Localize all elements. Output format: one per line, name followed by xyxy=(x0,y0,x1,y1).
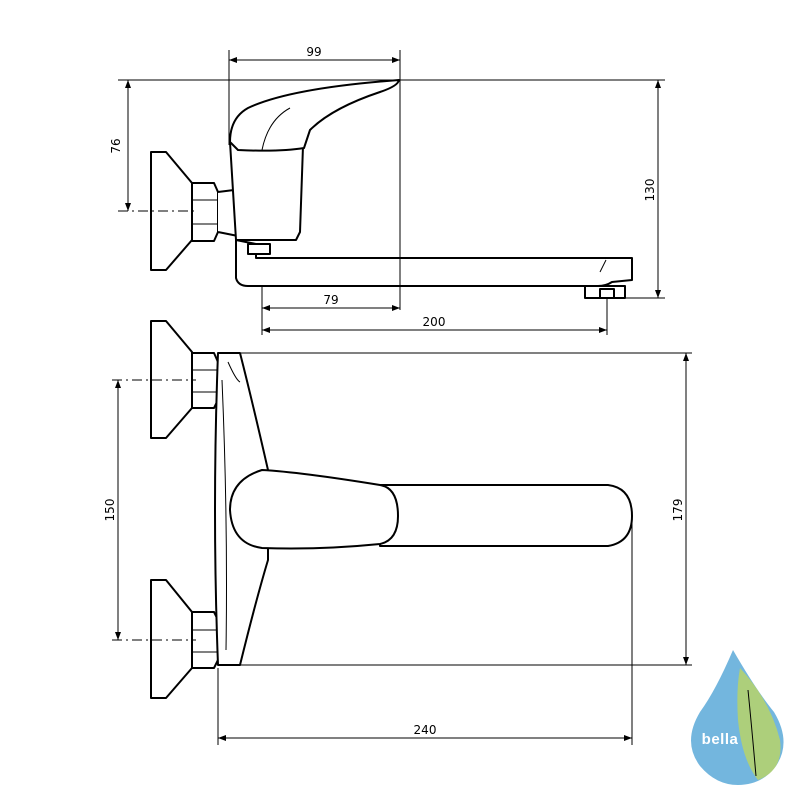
front-dimension-labels: 150 179 240 xyxy=(103,499,685,737)
side-dimension-lines xyxy=(118,50,665,335)
front-handle xyxy=(229,469,399,550)
front-lower-flange xyxy=(150,579,193,699)
dim-79-label: 79 xyxy=(323,293,338,307)
front-spout xyxy=(379,484,633,547)
side-valve-body xyxy=(229,141,304,241)
side-dimension-labels: 99 76 130 79 200 xyxy=(109,45,657,329)
dim-150-label: 150 xyxy=(103,499,117,522)
dim-130-label: 130 xyxy=(643,179,657,202)
side-view xyxy=(118,79,633,299)
dim-76-label: 76 xyxy=(109,138,123,153)
dim-99-label: 99 xyxy=(306,45,321,59)
logo-text: bella xyxy=(702,731,739,748)
front-dimension-lines xyxy=(115,352,692,745)
side-spout xyxy=(235,239,633,287)
dim-240-label: 240 xyxy=(414,723,437,737)
side-handle-lever xyxy=(229,79,400,152)
dim-200-label: 200 xyxy=(423,315,446,329)
front-view xyxy=(112,320,633,699)
dim-179-label: 179 xyxy=(671,499,685,522)
bella-logo: bella xyxy=(691,650,784,785)
side-hex-nut xyxy=(191,182,219,242)
